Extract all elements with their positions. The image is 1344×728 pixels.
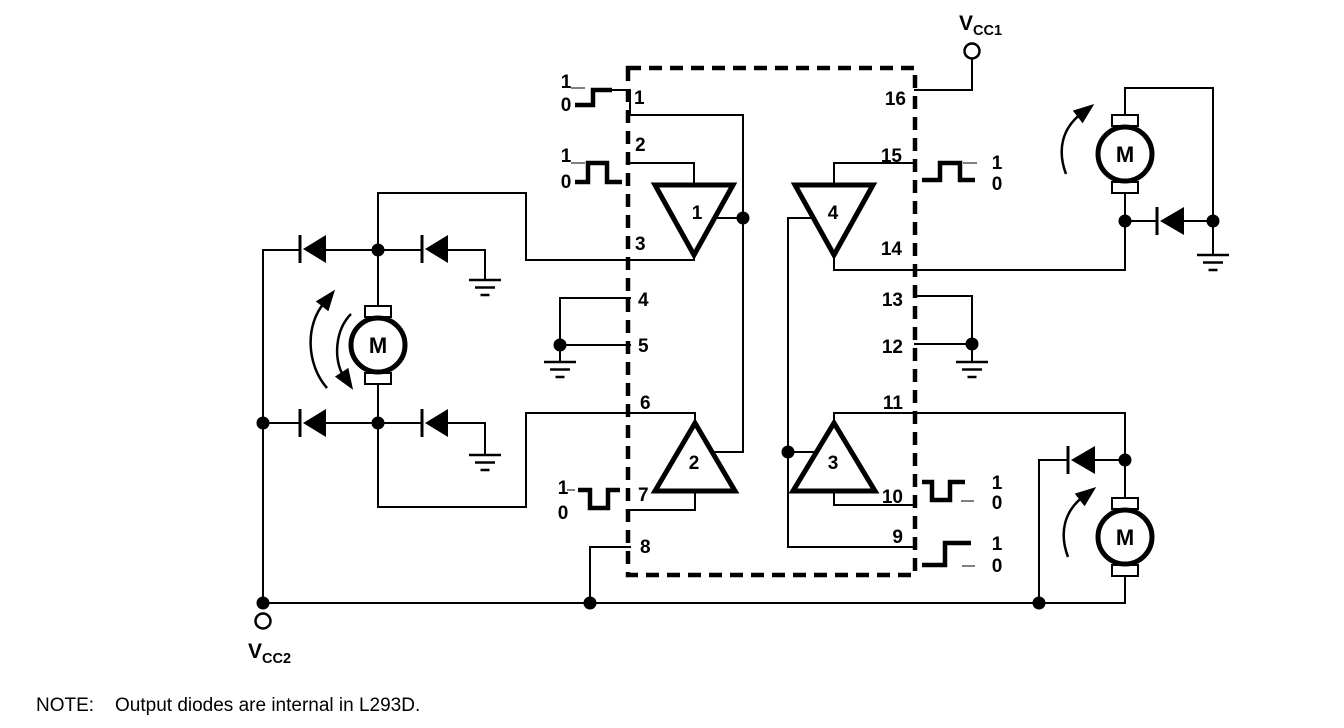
ground-symbol	[469, 453, 501, 472]
motor-top-right: M	[1060, 103, 1155, 194]
pin-15-label: 15	[881, 146, 903, 167]
driver-2-label: 2	[689, 453, 700, 474]
vcc1-label: VCC1	[959, 12, 1002, 39]
logic-low-label: 0	[561, 172, 572, 193]
waveform-pin15-pulse: 1 0	[922, 153, 1003, 195]
vcc2-terminal: VCC2	[248, 612, 291, 667]
pin-10-label: 10	[882, 487, 903, 508]
vcc2-label: VCC2	[248, 640, 291, 667]
note-text: Output diodes are internal in L293D.	[115, 695, 420, 716]
motor-bottom-right-label: M	[1116, 525, 1134, 550]
motor-left-label: M	[369, 333, 387, 358]
driver-1-label: 1	[692, 203, 703, 224]
motor-top-right-label: M	[1116, 142, 1134, 167]
pin-13-label: 13	[882, 290, 903, 311]
rotation-arrow-icon	[1062, 486, 1097, 558]
junction-dots	[256, 211, 1220, 610]
driver-1: 1	[650, 182, 738, 261]
diode	[298, 235, 326, 263]
vcc1-terminal: VCC1	[959, 12, 1002, 60]
logic-low-label: 0	[561, 95, 572, 116]
pin-labels: 1 2 3 4 5 6 7 8 16 15 14 13 12 11 10 9	[634, 88, 906, 558]
ground-symbol	[544, 360, 576, 379]
driver-3-label: 3	[828, 453, 839, 474]
rotation-arrow-icon	[1060, 103, 1095, 175]
driver-4-label: 4	[828, 203, 839, 224]
logic-low-label: 0	[992, 174, 1003, 195]
ground-symbol	[956, 360, 988, 379]
pin-11-label: 11	[883, 393, 904, 414]
driver-2: 2	[650, 418, 740, 494]
motor-bottom-right: M	[1062, 486, 1155, 577]
diode	[420, 409, 448, 437]
pin-12-label: 12	[882, 337, 903, 358]
ground-symbol	[469, 278, 501, 297]
footnote: NOTE: Output diodes are internal in L293…	[36, 695, 420, 716]
pin-16-label: 16	[885, 89, 906, 110]
pin-3-label: 3	[635, 234, 646, 255]
diode	[1066, 446, 1095, 474]
logic-low-label: 0	[992, 493, 1003, 514]
motor-left: M	[309, 289, 408, 390]
logic-high-label: 1	[992, 153, 1003, 174]
pin-5-label: 5	[638, 336, 649, 357]
pin-2-label: 2	[635, 135, 646, 156]
waveform-pin7-inverted-pulse: 1 0	[558, 478, 620, 524]
waveform-pin10-inverted-pulse: 1 0	[922, 473, 1003, 514]
driver-4: 4	[790, 182, 878, 261]
pin-8-label: 8	[640, 537, 651, 558]
waveform-pin9-step-up: 1 0	[922, 534, 1003, 577]
diode	[1155, 207, 1184, 235]
logic-high-label: 1	[992, 473, 1003, 494]
pin-7-label: 7	[638, 485, 649, 506]
ground-symbol	[1197, 253, 1229, 272]
driver-3: 3	[788, 418, 880, 494]
waveform-pin1-step-up: 1 0	[561, 72, 612, 116]
pin-9-label: 9	[892, 527, 903, 548]
pin-14-label: 14	[881, 239, 903, 260]
logic-low-label: 0	[558, 503, 569, 524]
waveform-pin2-pulse: 1 0	[561, 146, 622, 193]
wires	[262, 58, 1214, 604]
logic-high-label: 1	[992, 534, 1003, 555]
rotation-arrows-bidirectional-icon	[309, 289, 354, 390]
note-prefix: NOTE:	[36, 695, 94, 716]
logic-low-label: 0	[992, 556, 1003, 577]
diode	[298, 409, 326, 437]
pin-6-label: 6	[640, 393, 651, 414]
pin-4-label: 4	[638, 290, 649, 311]
logic-high-label: 1	[558, 478, 569, 499]
logic-high-label: 1	[561, 72, 572, 93]
logic-high-label: 1	[561, 146, 572, 167]
ic-package-outline	[625, 65, 918, 578]
diode	[420, 235, 448, 263]
pin-1-label: 1	[634, 88, 645, 109]
